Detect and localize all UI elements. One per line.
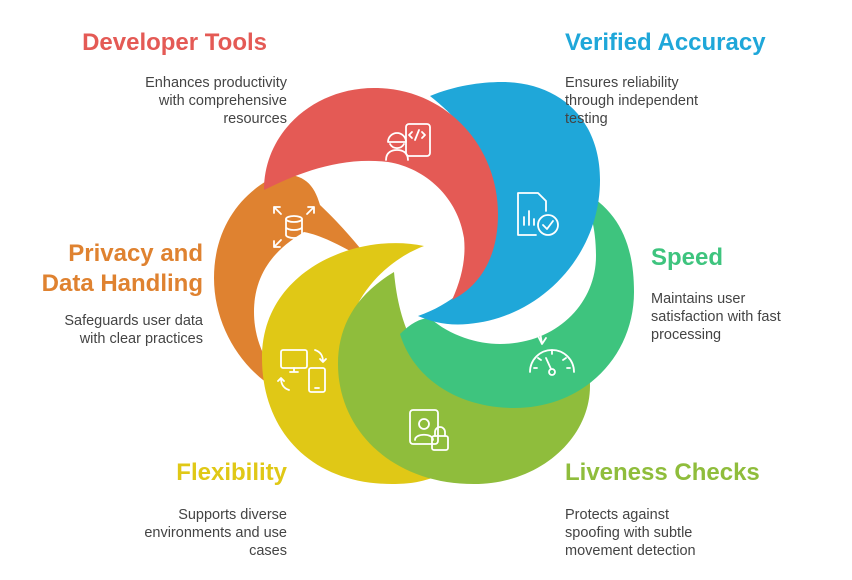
petal-blue [418,82,600,325]
flexibility-title: Flexibility [176,459,287,486]
verified-accuracy-title: Verified Accuracy [565,29,766,56]
devices-sync-icon [277,349,327,393]
user-lock-icon [409,409,449,451]
petal-ring [214,82,634,484]
speed-title: Speed [651,244,724,271]
developer-tools-description: Enhances productivity with comprehensive… [145,75,287,127]
icon-layer [273,123,575,451]
database-expand-icon [273,206,315,248]
verified-document-icon [517,192,559,236]
liveness-checks-description: Protects against spoofing with subtle mo… [565,507,696,559]
liveness-checks-title: Liveness Checks [565,459,760,486]
speedometer-icon [529,331,575,376]
verified-accuracy-description: Ensures reliability through independent … [565,75,699,127]
petal-yellow [262,243,432,484]
privacy-description: Safeguards user data with clear practice… [64,313,203,347]
speed-description: Maintains user satisfaction with fast pr… [651,291,781,343]
petal-green [400,190,634,408]
engineer-code-icon [385,123,431,161]
petal-red [264,88,498,300]
petal-orange [214,174,372,398]
flexibility-description: Supports diverse environments and use ca… [144,507,287,559]
developer-tools-title: Developer Tools [82,29,267,56]
petal-olive [338,272,590,484]
privacy-title: Privacy and Data Handling [41,240,203,297]
